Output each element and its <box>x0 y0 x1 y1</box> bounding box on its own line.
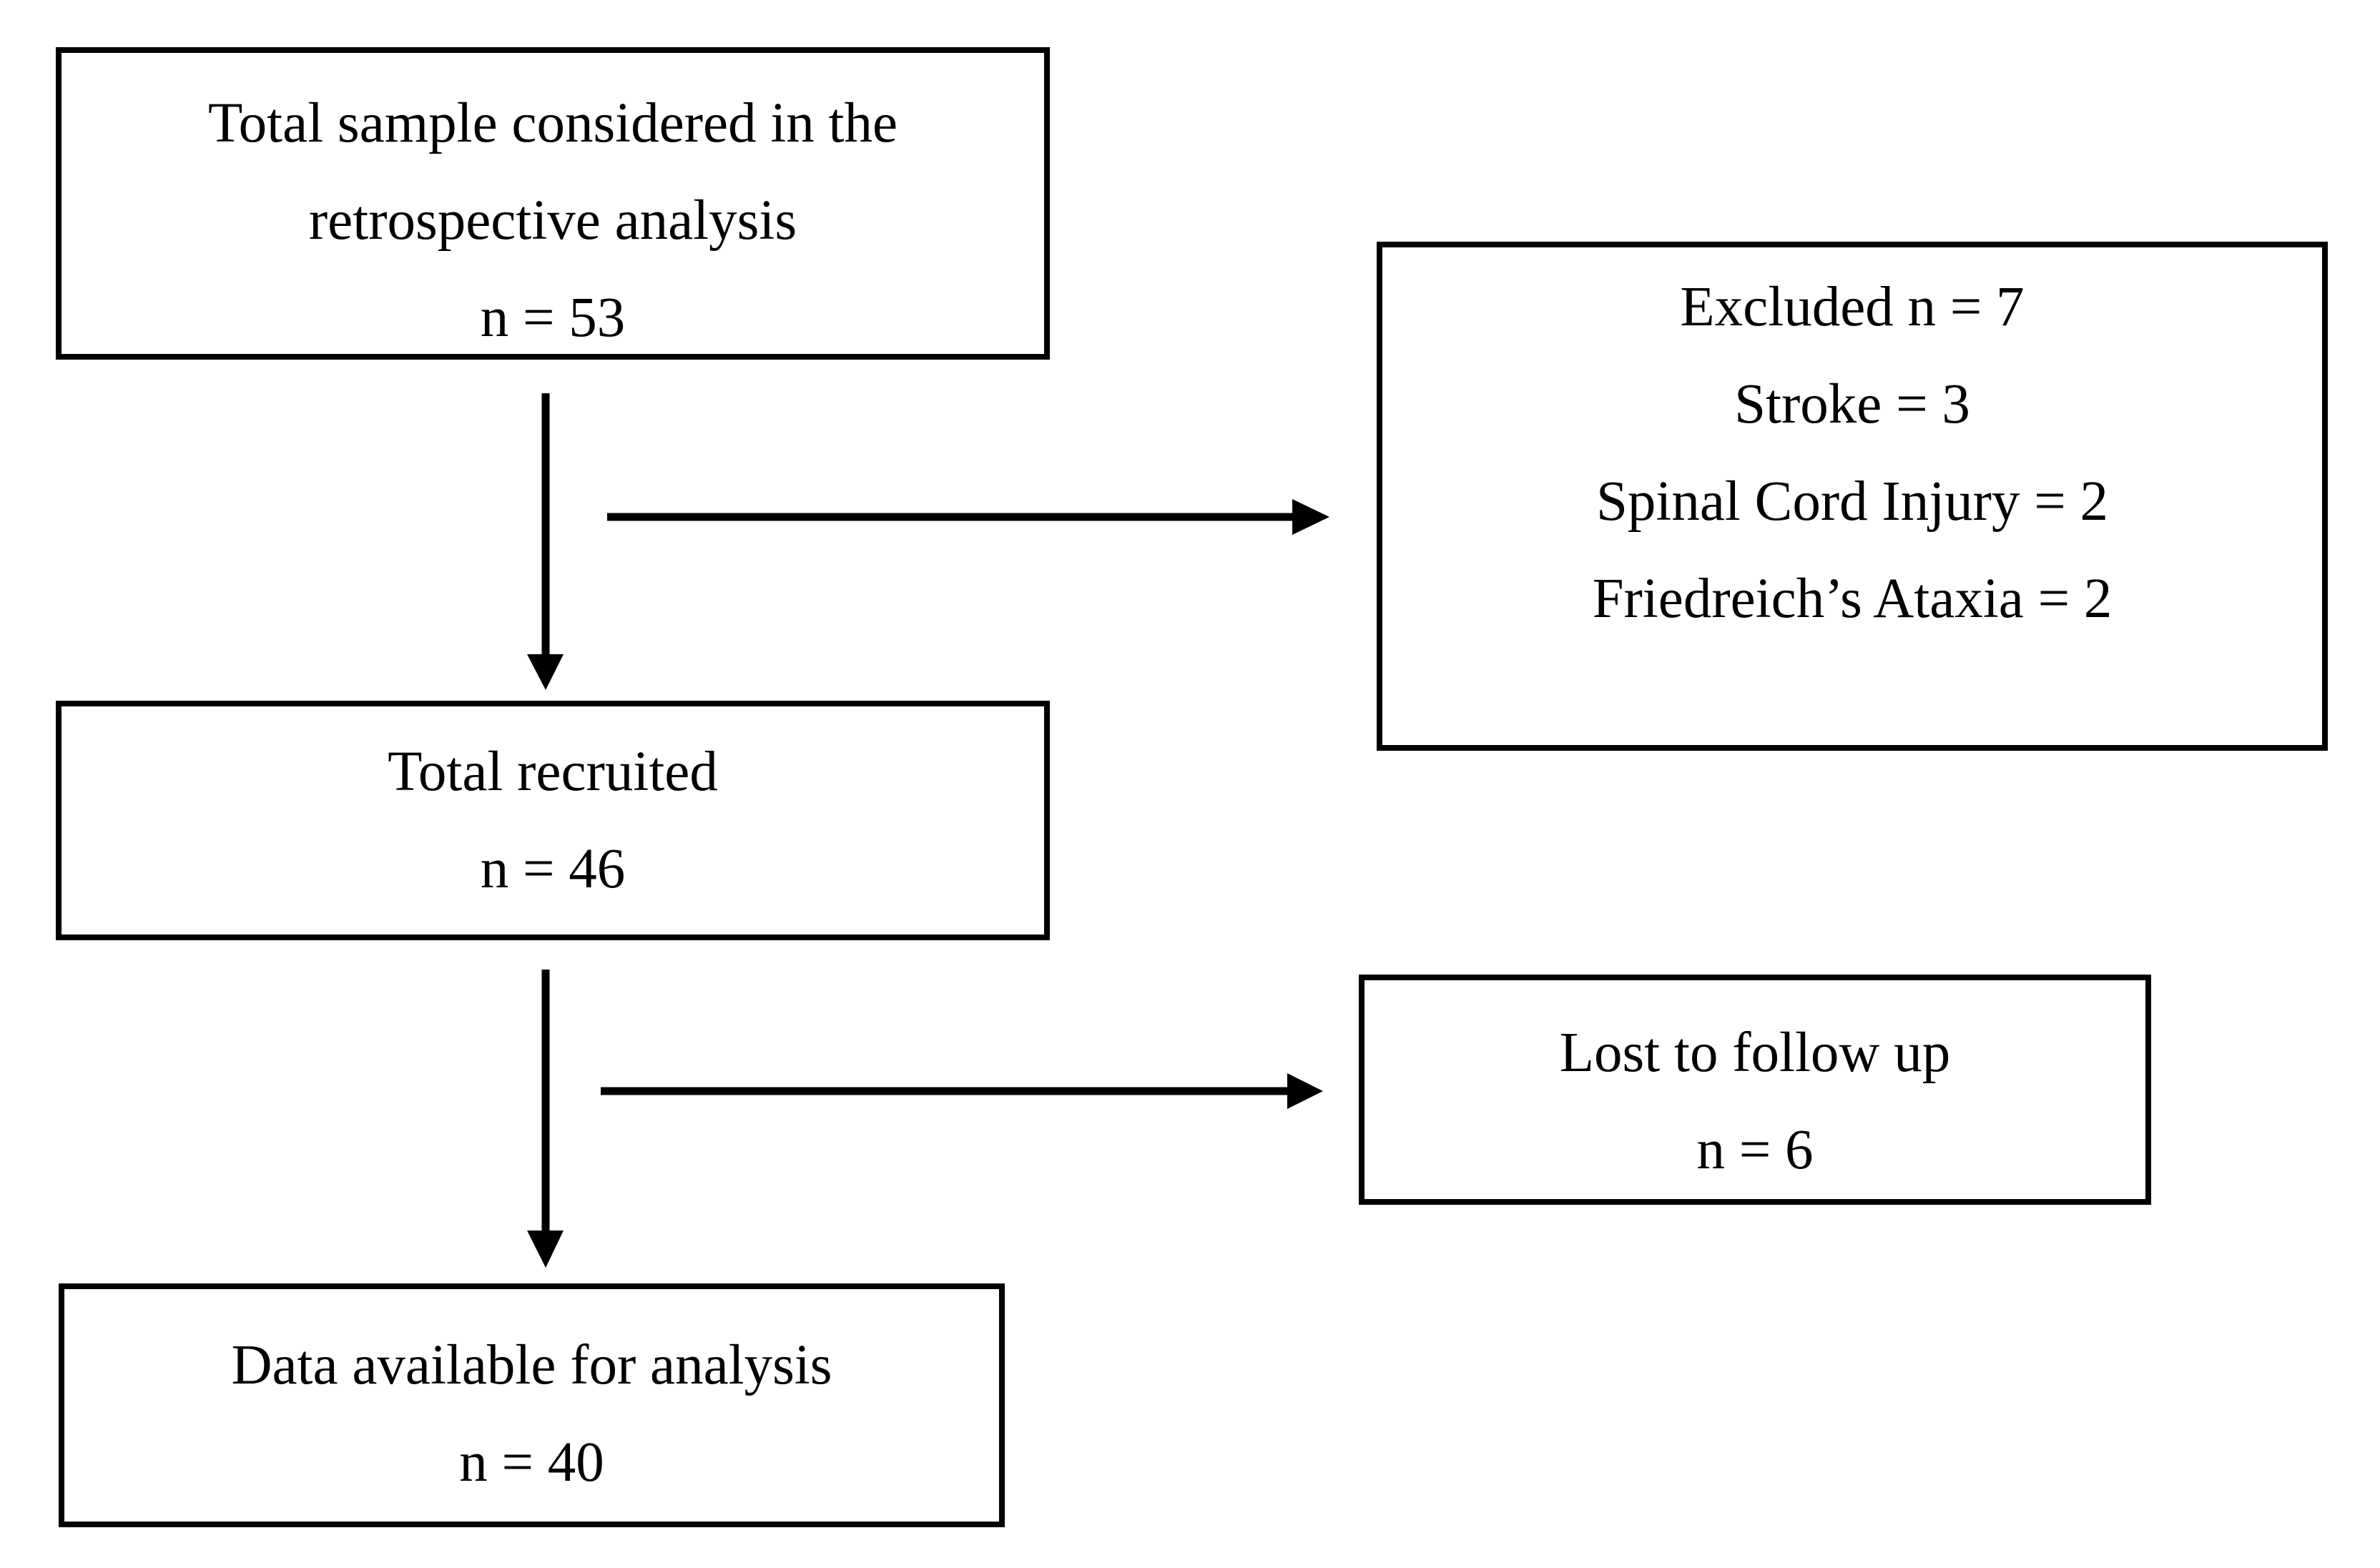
box-line: Lost to follow up <box>1559 1022 1951 1084</box>
arrow-total-recruited-to-lost-follow-up <box>601 1073 1323 1109</box>
box-line: Spinal Cord Injury = 2 <box>1595 470 2108 533</box>
box-line: Stroke = 3 <box>1734 373 1970 435</box>
arrow-total-recruited-to-data-available <box>527 970 564 1268</box>
box-total-recruited: Total recruited n = 46 <box>56 701 1050 940</box>
box-excluded: Excluded n = 7 Stroke = 3 Spinal Cord In… <box>1377 242 2328 751</box>
box-data-available: Data available for analysis n = 40 <box>59 1283 1005 1527</box>
box-line: n = 6 <box>1696 1119 1814 1181</box>
arrow-head <box>1292 499 1329 535</box>
box-line: n = 53 <box>480 286 626 349</box>
box-line: Friedreich’s Ataxia = 2 <box>1592 568 2113 630</box>
box-total-sample: Total sample considered in the retrospec… <box>56 47 1050 360</box>
box-line: Total sample considered in the <box>207 92 898 154</box>
arrow-head <box>1287 1073 1323 1109</box>
box-line: n = 40 <box>459 1431 604 1494</box>
box-line: retrospective analysis <box>308 189 797 252</box>
arrow-head <box>527 654 564 690</box>
box-line: Excluded n = 7 <box>1680 276 2025 338</box>
box-line: n = 46 <box>480 837 626 900</box>
box-lost-to-follow-up: Lost to follow up n = 6 <box>1359 975 2151 1205</box>
arrow-total-sample-to-excluded <box>607 499 1329 535</box>
arrow-head <box>527 1231 564 1268</box>
box-line: Data available for analysis <box>231 1334 832 1396</box>
arrow-total-sample-to-total-recruited <box>527 393 564 690</box>
box-line: Total recruited <box>388 740 718 803</box>
